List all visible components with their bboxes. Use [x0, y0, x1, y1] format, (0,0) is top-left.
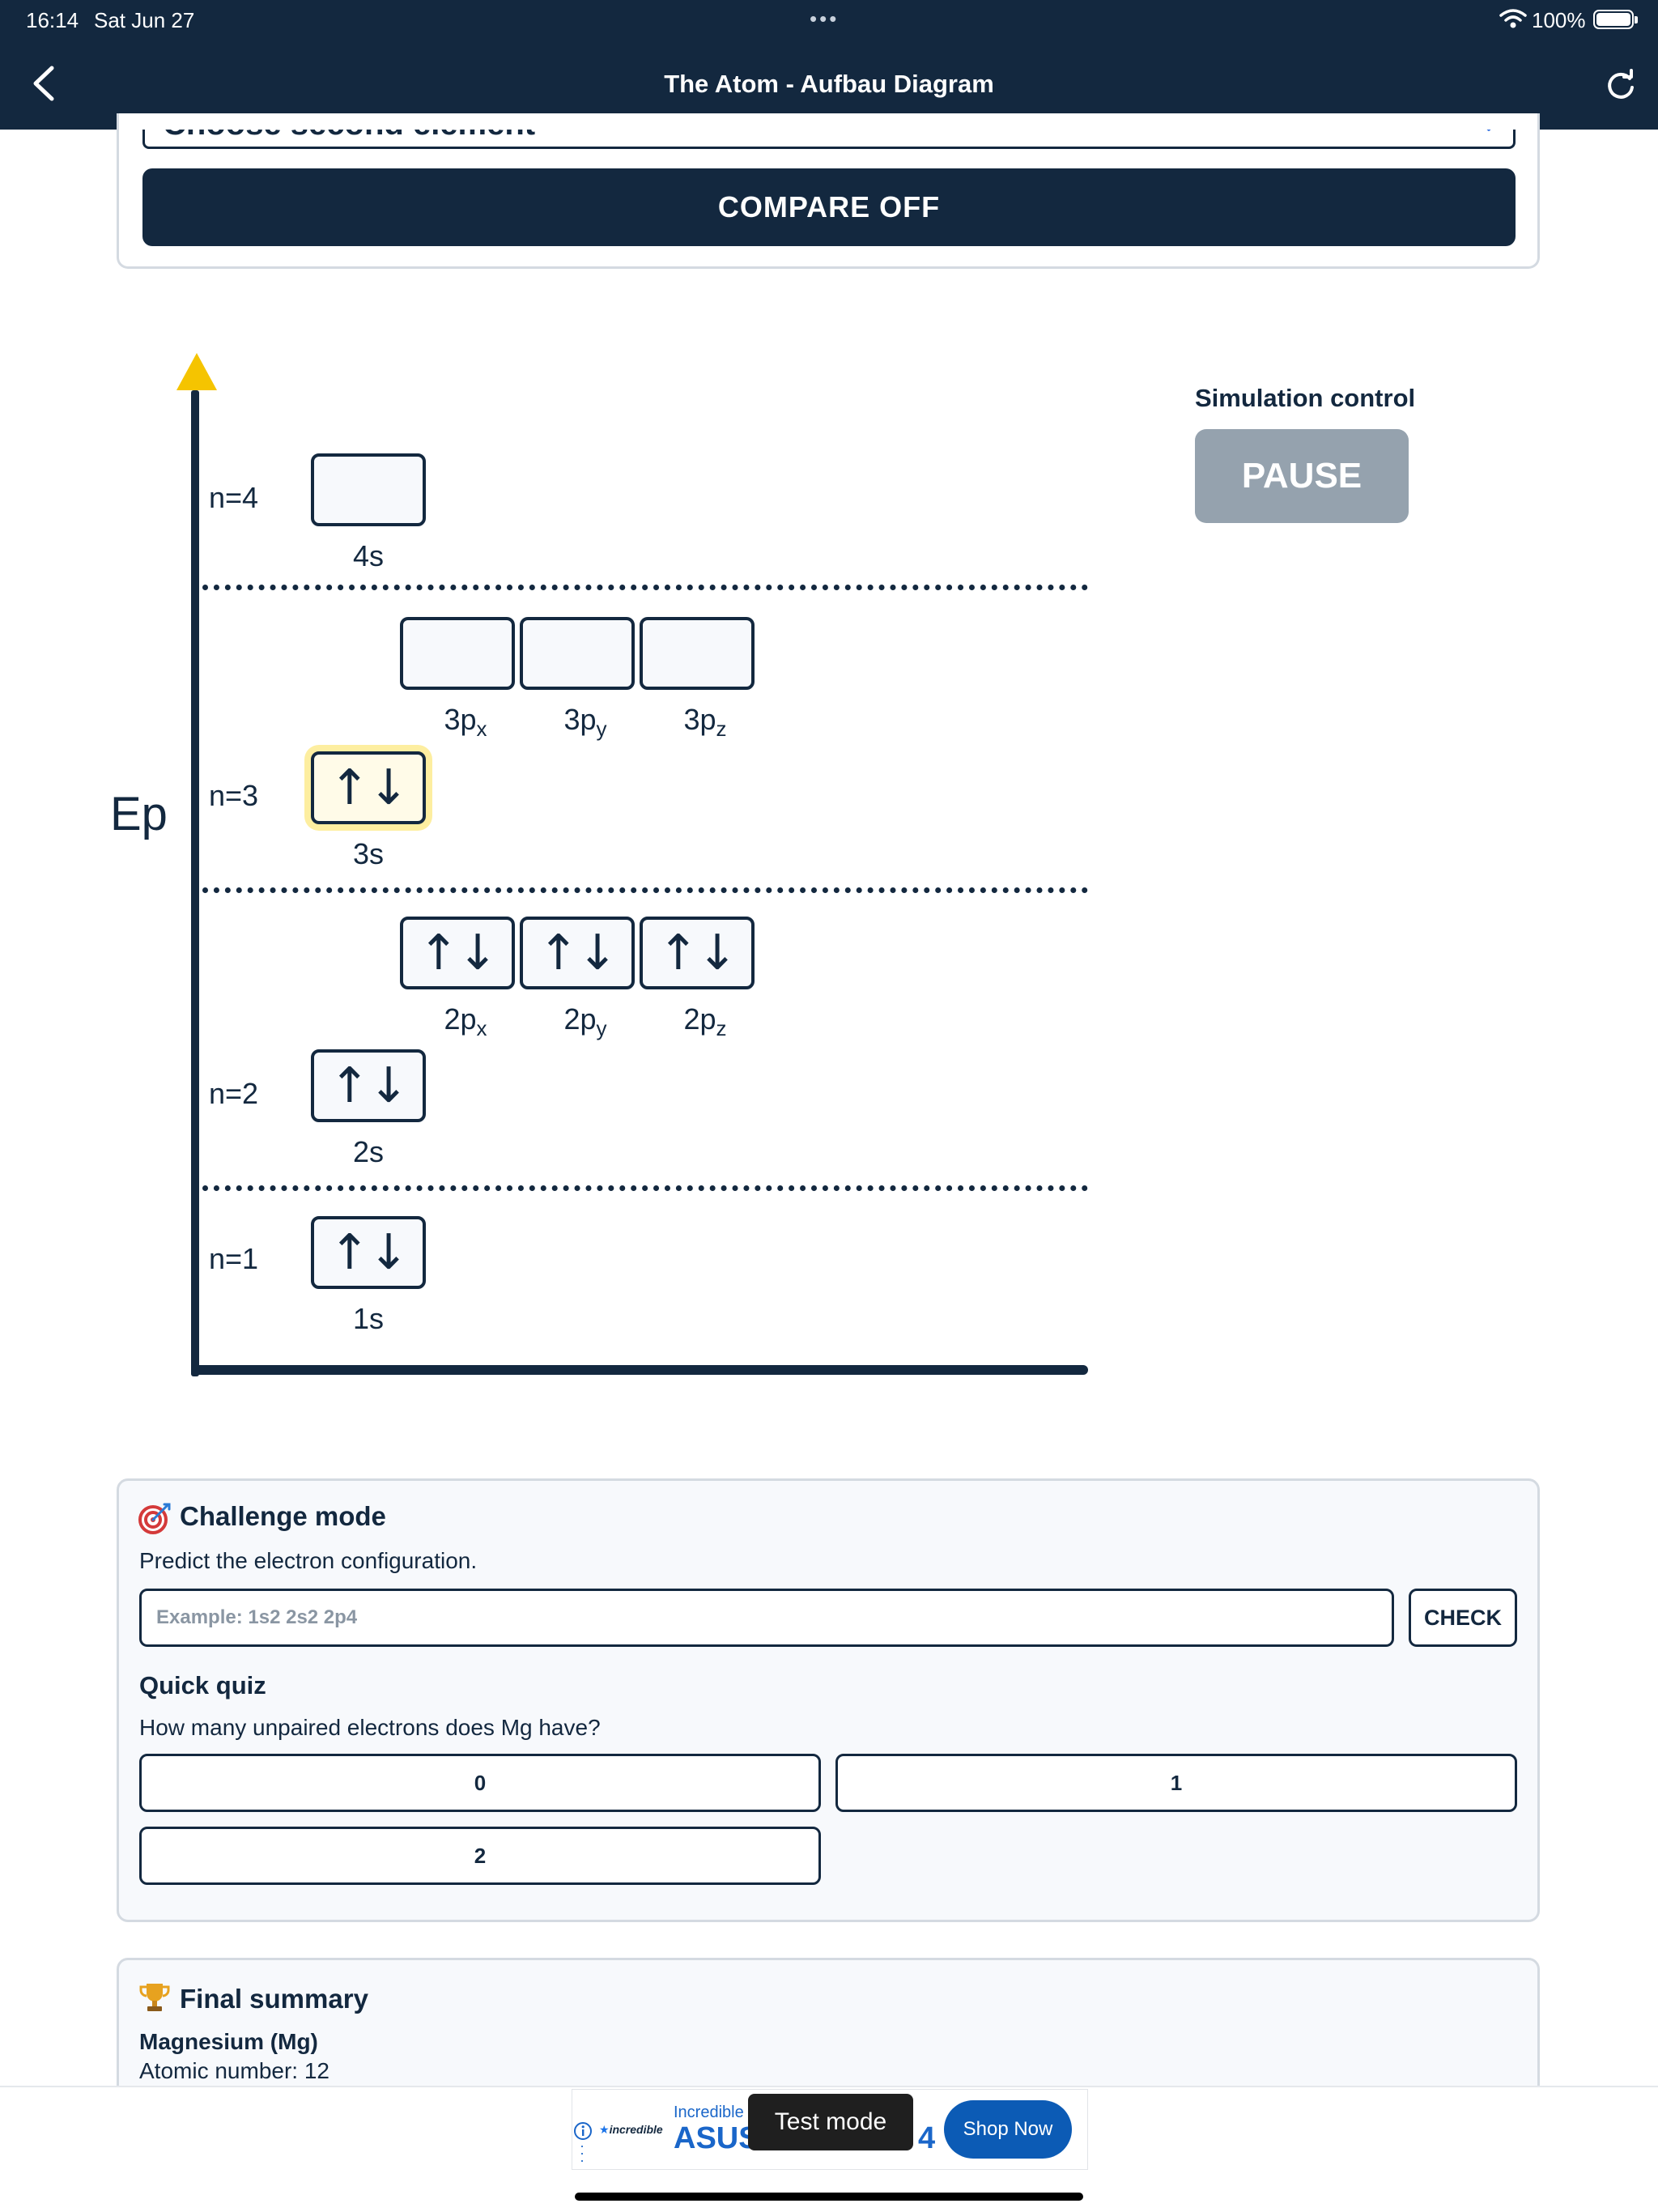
check-button[interactable]: CHECK [1409, 1589, 1517, 1647]
ad-headline-trailing: 4 [918, 2121, 936, 2155]
shell-separator [202, 585, 1088, 590]
quick-quiz-title: Quick quiz [139, 1671, 266, 1699]
orbital-3s-highlighted[interactable]: ↑↓ [311, 751, 426, 824]
orbital-label-3px: 3px [444, 703, 487, 741]
axis-arrow-icon [176, 353, 217, 390]
target-icon [138, 1503, 171, 1534]
atomic-number: Atomic number: 12 [139, 2058, 329, 2083]
ad-brand-logo: ★incredible [599, 2123, 663, 2136]
orbital-label-3pz: 3pz [683, 703, 727, 741]
challenge-mode-title: Challenge mode [180, 1501, 386, 1531]
back-chevron-icon[interactable] [28, 63, 60, 104]
energy-axis-label: Ep [110, 788, 168, 840]
energy-axis [191, 390, 199, 1376]
shell-separator [202, 887, 1088, 893]
orbital-label-3s: 3s [352, 837, 385, 870]
orbital-label-4s: 4s [352, 539, 385, 572]
level-label-n3: n=3 [209, 779, 259, 812]
electron-pair-arrows: ↑↓ [329, 759, 410, 816]
second-element-select-wrapper[interactable]: Choose second element [142, 130, 1516, 151]
baseline-axis [191, 1365, 1088, 1375]
orbital-label-3py: 3py [563, 703, 607, 741]
shop-now-button[interactable]: Shop Now [944, 2100, 1072, 2159]
wifi-icon [1499, 9, 1527, 28]
chevron-down-icon [1486, 130, 1491, 131]
orbital-2py[interactable]: ↑↓ [520, 917, 635, 989]
orbital-2px[interactable]: ↑↓ [400, 917, 515, 989]
level-label-n1: n=1 [209, 1242, 259, 1275]
battery-percent: 100% [1532, 8, 1586, 32]
orbital-4s[interactable] [311, 453, 426, 526]
ad-headline-small: Incredible [674, 2104, 744, 2121]
top-bar: 16:14 Sat Jun 27 ••• 100% The Atom - Auf… [0, 0, 1658, 130]
orbital-3pz[interactable] [640, 617, 755, 690]
final-summary-title: Final summary [180, 1984, 368, 2014]
pause-button[interactable]: PAUSE [1195, 429, 1409, 523]
electron-pair-arrows: ↑↓ [657, 925, 738, 981]
select-placeholder: Choose second element [163, 130, 535, 143]
configuration-input[interactable] [139, 1589, 1394, 1647]
multitask-dots[interactable]: ••• [810, 6, 840, 31]
orbital-label-2py: 2py [563, 1002, 607, 1040]
page-title: The Atom - Aufbau Diagram [664, 70, 994, 98]
compare-toggle-button[interactable]: COMPARE OFF [142, 168, 1516, 246]
quiz-answer-1[interactable]: 1 [835, 1754, 1517, 1812]
quiz-question: How many unpaired electrons does Mg have… [139, 1715, 601, 1740]
orbital-2pz[interactable]: ↑↓ [640, 917, 755, 989]
ad-info-icon[interactable] [573, 2121, 593, 2141]
challenge-description: Predict the electron configuration. [139, 1548, 478, 1573]
electron-pair-arrows: ↑↓ [538, 925, 619, 981]
status-time: 16:14 [26, 8, 79, 32]
electron-pair-arrows: ↑↓ [418, 925, 499, 981]
refresh-icon[interactable] [1603, 68, 1639, 104]
level-label-n4: n=4 [209, 481, 259, 514]
orbital-label-2pz: 2pz [683, 1002, 727, 1040]
ad-headline: ASUS [674, 2121, 759, 2155]
test-mode-badge: Test mode [748, 2094, 913, 2150]
orbital-label-2px: 2px [444, 1002, 487, 1040]
battery-icon [1593, 10, 1638, 29]
electron-pair-arrows: ↑↓ [329, 1057, 410, 1114]
trophy-icon [139, 1984, 170, 2011]
ad-menu-icon[interactable]: ··· [580, 2138, 585, 2168]
orbital-label-1s: 1s [352, 1302, 385, 1335]
orbital-label-2s: 2s [352, 1135, 385, 1168]
quiz-answer-2[interactable]: 2 [139, 1827, 821, 1885]
orbital-1s[interactable]: ↑↓ [311, 1216, 426, 1289]
home-indicator[interactable] [575, 2193, 1083, 2201]
level-label-n2: n=2 [209, 1077, 259, 1110]
element-name: Magnesium (Mg) [139, 2029, 318, 2054]
electron-pair-arrows: ↑↓ [329, 1224, 410, 1281]
quiz-answer-0[interactable]: 0 [139, 1754, 821, 1812]
simulation-control-title: Simulation control [1195, 384, 1416, 412]
orbital-3px[interactable] [400, 617, 515, 690]
orbital-3py[interactable] [520, 617, 635, 690]
shell-separator [202, 1185, 1088, 1191]
status-date: Sat Jun 27 [94, 8, 195, 32]
orbital-2s[interactable]: ↑↓ [311, 1049, 426, 1122]
second-element-select[interactable]: Choose second element [142, 130, 1516, 149]
aufbau-diagram: Ep n=1 n=2 n=3 n=4 ↑↓ 1s ↑↓ 2s ↑↓ ↑↓ ↑↓ … [0, 340, 1133, 1393]
